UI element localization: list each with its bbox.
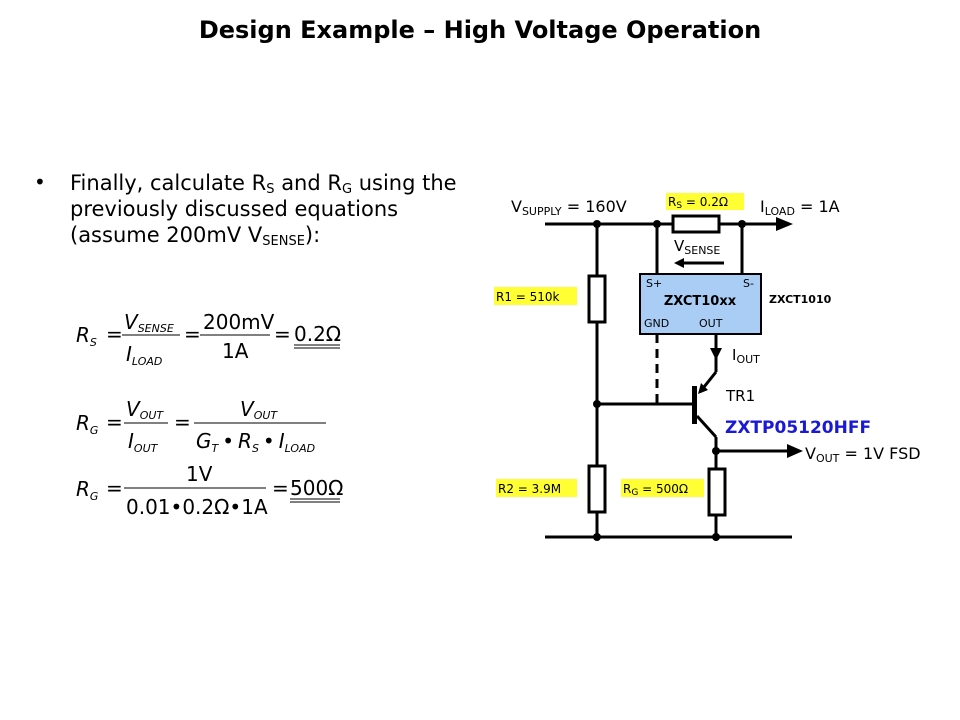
r2-label-highlight: [496, 479, 577, 497]
bullet-sub: S: [266, 182, 275, 197]
transistor-part-number: ZXTP05120HFF: [725, 418, 871, 438]
iout-arrow-icon: [710, 348, 722, 360]
bullet-sub: G: [341, 182, 353, 197]
bullet-text-part: ):: [304, 223, 321, 247]
label-sub: SUPPLY: [522, 205, 562, 218]
ic-pin-gnd: GND: [644, 317, 669, 330]
bullet-text-part: Finally, calculate R: [70, 171, 267, 195]
ic-pin-splus: S+: [646, 277, 662, 290]
junction-dot: [712, 533, 720, 541]
ic-pin-out: OUT: [699, 317, 723, 330]
label-value: = 1A: [795, 197, 840, 216]
label-main: V: [674, 237, 685, 255]
label-value: = 500Ω: [638, 482, 688, 496]
ic-part-number: ZXCT1010: [769, 293, 832, 306]
ic-name: ZXCT10xx: [664, 294, 737, 309]
label-sub: SENSE: [684, 244, 720, 257]
rg-resistor: [707, 467, 727, 517]
vsupply-label: VSUPPLY = 160V: [511, 197, 627, 218]
label-main: V: [511, 197, 522, 216]
slide-title: Design Example – High Voltage Operation: [198, 16, 762, 44]
r2-label: R2 = 3.9M: [498, 482, 561, 496]
vsense-arrow-icon: [674, 258, 684, 268]
junction-dot: [593, 533, 601, 541]
vout-arrow-icon: [787, 444, 803, 458]
ic-pin-sminus: S-: [743, 277, 754, 290]
iout-label: IOUT: [732, 346, 760, 366]
label-sub: OUT: [736, 353, 760, 366]
label-main: R: [668, 195, 676, 209]
rg-label: RG = 500Ω: [623, 482, 688, 498]
r1-label-highlight: [494, 287, 577, 305]
label-main: V: [805, 444, 816, 463]
bullet-text: Finally, calculate RS and RG using the p…: [70, 170, 490, 248]
tr1-base-bar: [692, 386, 697, 424]
tr1-emitter-arrow-icon: [698, 383, 708, 394]
rs-label: RS = 0.2Ω: [668, 195, 728, 211]
tr1-label: TR1: [725, 387, 755, 405]
vout-label: VOUT = 1V FSD: [805, 444, 921, 465]
label-sub: S: [676, 201, 682, 211]
r1-resistor: [587, 274, 607, 324]
bullet-text-part: using the previously discussed equations…: [70, 171, 457, 247]
label-main: I: [760, 197, 765, 216]
r2-resistor: [587, 464, 607, 514]
label-value: = 1V FSD: [839, 444, 920, 463]
ic-zxct10xx: [639, 273, 762, 335]
tr1-collector: [695, 414, 718, 439]
label-main: R: [623, 482, 631, 496]
bullet-text-part: and R: [274, 171, 342, 195]
iload-arrow-icon: [776, 217, 793, 231]
rg-label-highlight: [621, 479, 704, 497]
label-sub: G: [631, 488, 638, 498]
iload-label: ILOAD = 1A: [760, 197, 840, 218]
r1-label: R1 = 510k: [496, 290, 560, 304]
vsense-label: VSENSE: [674, 237, 720, 257]
rs-label-highlight: [666, 193, 744, 210]
rs-resistor: [671, 214, 721, 234]
bullet-dot: •: [34, 170, 46, 194]
label-sub: LOAD: [765, 205, 795, 218]
bullet-sub: SENSE: [262, 234, 305, 249]
label-main: I: [732, 346, 736, 364]
label-value: = 0.2Ω: [682, 195, 728, 209]
label-value: = 160V: [562, 197, 627, 216]
junction-dot: [593, 400, 601, 408]
label-sub: OUT: [816, 452, 840, 465]
